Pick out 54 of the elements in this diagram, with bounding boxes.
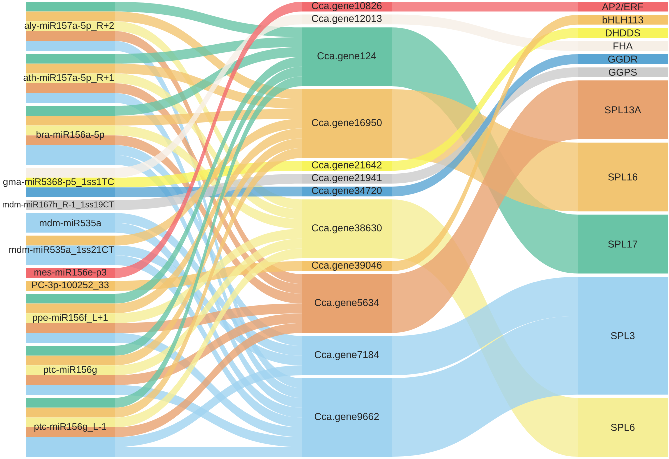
sankey-node: ptc-miR156g_L-1 <box>26 398 115 457</box>
sankey-node: GGPS <box>578 68 668 78</box>
flow-ribbon <box>115 2 302 38</box>
flow-ribbon <box>392 28 578 172</box>
sankey-node: FHA <box>578 41 668 52</box>
node-label: aly-miR157a-5p_R+2 <box>24 22 114 31</box>
flow-ribbon <box>115 47 302 116</box>
flow-ribbon <box>392 316 578 457</box>
sankey-node: ptc-miR156g <box>26 346 115 396</box>
sankey-node: Cca.gene12013 <box>302 14 392 25</box>
sankey-node: mdm-miR535a <box>26 213 115 233</box>
sankey-node: SPL13A <box>578 80 668 140</box>
flow-ribbon <box>392 54 578 197</box>
flow-ribbon <box>392 80 578 334</box>
sankey-node: DHDDS <box>578 28 668 38</box>
node-label: mdm-miR535a_1ss21CT <box>10 246 114 256</box>
sankey-node: ppe-miR156f_L+1 <box>26 294 115 344</box>
sankey-node: ath-miR157a-5p_R+1 <box>24 54 115 104</box>
sankey-node: SPL6 <box>578 398 668 457</box>
flow-ribbon <box>392 277 578 376</box>
sankey-node: Cca.gene124 <box>302 28 392 86</box>
node-label: bra-miR156a-5p <box>36 131 104 140</box>
node-label: ath-miR157a-5p_R+1 <box>24 74 114 84</box>
sankey-node: Cca.gene16950 <box>302 90 392 158</box>
sankey-node: SPL16 <box>578 142 668 212</box>
sankey-node: SPL17 <box>578 214 668 274</box>
sankey-node: Cca.gene9662 <box>302 378 392 457</box>
node-label: Cca.gene12013 <box>312 15 382 24</box>
flow-ribbon <box>115 447 302 457</box>
flow-ribbon <box>392 14 578 52</box>
sankey-node: AP2/ERF <box>578 2 668 12</box>
sankey-node: mes-miR156e-p3 <box>26 268 115 278</box>
sankey-node: aly-miR157a-5p_R+2 <box>24 2 115 52</box>
sankey-node: bra-miR156a-5p <box>26 106 115 166</box>
sankey-node: mdm-miR167h_R-1_1ss19CT <box>3 200 115 210</box>
sankey-node: mdm-miR535a_1ss21CT <box>10 236 115 266</box>
flow-ribbon <box>115 66 302 356</box>
sankey-node: Cca.gene34720 <box>302 186 392 197</box>
sankey-node: Cca.gene7184 <box>302 336 392 376</box>
sankey-node: Cca.gene39046 <box>302 262 392 272</box>
flow-ribbon <box>115 14 302 178</box>
sankey-node: Cca.gene21642 <box>302 161 392 172</box>
flow-ribbon <box>115 37 302 64</box>
node-label: FHA <box>614 42 633 50</box>
sankey-node: bHLH113 <box>578 15 668 25</box>
flow-ribbon <box>392 2 578 12</box>
sankey-node: Cca.gene5634 <box>302 274 392 334</box>
sankey-node: Cca.gene38630 <box>302 200 392 259</box>
sankey-node: SPL3 <box>578 277 668 395</box>
sankey-node: Cca.gene21941 <box>302 174 392 184</box>
sankey-node: GGDR <box>578 54 668 64</box>
flow-ribbon <box>115 366 302 448</box>
sankey-node: Cca.gene10826 <box>302 2 392 12</box>
sankey-node: PC-3p-100252_33 <box>26 281 115 291</box>
